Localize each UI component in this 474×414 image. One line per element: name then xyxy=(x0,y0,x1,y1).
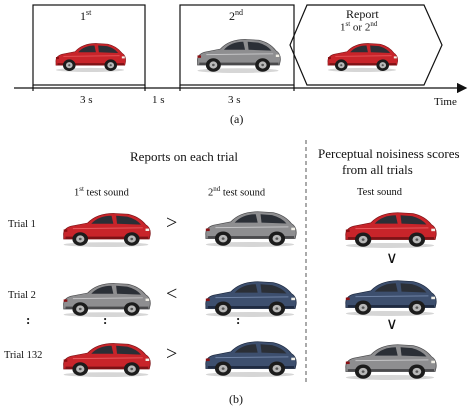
col2-header: 2nd test sound xyxy=(208,185,266,199)
report-choice: 1st or 2nd xyxy=(340,20,378,34)
car-second-stimulus xyxy=(197,39,281,73)
rank-symbol-2: ∨ xyxy=(386,316,398,333)
report-title: Report xyxy=(346,7,379,21)
ellipsis-3: : xyxy=(236,312,241,327)
right-heading-line2: from all trials xyxy=(342,162,413,177)
col1-header: 1st test sound xyxy=(74,185,129,199)
duration-first: 3 s xyxy=(80,94,93,106)
trial-2-car-first xyxy=(63,283,151,317)
car-first-stimulus xyxy=(55,43,126,72)
time-axis-label: Time xyxy=(434,96,457,108)
ellipsis-2: : xyxy=(103,312,108,327)
comparison-trial-132: > xyxy=(166,343,178,365)
ranked-car-3 xyxy=(345,344,437,380)
trial-2-car-second xyxy=(205,281,297,317)
trial-1-car-first xyxy=(63,213,151,247)
first-stimulus-box xyxy=(32,4,146,86)
trial-3-car-second xyxy=(205,341,297,377)
left-heading: Reports on each trial xyxy=(130,149,238,164)
second-stimulus-box xyxy=(179,4,295,86)
ellipsis-1: : xyxy=(26,312,31,327)
right-heading-line1: Perceptual noisiness scores xyxy=(318,146,460,161)
duration-second: 3 s xyxy=(228,94,241,106)
comparison-trial-2: < xyxy=(166,283,178,305)
car-report xyxy=(327,43,398,72)
ranked-car-1 xyxy=(345,212,437,248)
comparison-trial-1: > xyxy=(166,212,178,234)
trial-132-label: Trial 132 xyxy=(4,350,43,361)
trial-1-label: Trial 1 xyxy=(8,219,36,230)
ranked-car-2 xyxy=(345,280,437,316)
second-label: 2nd xyxy=(229,8,243,23)
caption-b: (b) xyxy=(229,392,243,406)
caption-a: (a) xyxy=(230,112,244,126)
rank-symbol-1: ∨ xyxy=(386,250,398,267)
first-label: 1st xyxy=(80,8,92,23)
trial-1-car-second xyxy=(205,211,297,247)
col-right-header: Test sound xyxy=(357,187,403,198)
duration-gap: 1 s xyxy=(152,94,165,106)
trial-3-car-first xyxy=(63,343,151,377)
report-hexagon xyxy=(289,4,443,86)
trial-2-label: Trial 2 xyxy=(8,290,36,301)
